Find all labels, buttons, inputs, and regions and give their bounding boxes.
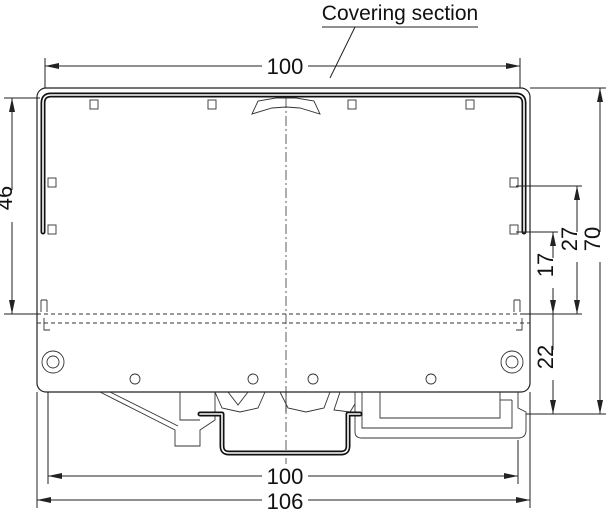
housing-outline xyxy=(36,87,531,393)
dim-right-70-label: 70 xyxy=(580,227,605,251)
center-clip xyxy=(251,97,321,115)
top-tabs xyxy=(89,99,475,110)
dim-bottom-100-label: 100 xyxy=(267,464,304,489)
covering-profile-inner xyxy=(42,94,525,233)
dim-bottom-100 xyxy=(47,392,519,486)
covering-profile xyxy=(40,92,527,235)
dim-top-100 xyxy=(44,54,521,88)
dim-bottom-106 xyxy=(36,392,531,511)
dim-left-46-label: 46 xyxy=(0,186,17,210)
side-tabs xyxy=(47,177,519,235)
dim-top-100-label: 100 xyxy=(267,54,304,79)
covering-section-label: Covering section xyxy=(322,2,478,25)
din-rail-assembly xyxy=(99,391,527,456)
dim-right-17-label: 17 xyxy=(533,253,558,277)
dim-left-46 xyxy=(2,97,40,315)
mounting-holes xyxy=(41,350,524,385)
dim-bottom-106-label: 106 xyxy=(267,489,304,511)
inner-latches xyxy=(40,299,523,331)
dim-right-27-label: 27 xyxy=(557,227,582,251)
dim-right-lines xyxy=(516,87,609,415)
label-leader-line xyxy=(329,26,356,79)
dim-right-22-label: 22 xyxy=(533,345,558,369)
